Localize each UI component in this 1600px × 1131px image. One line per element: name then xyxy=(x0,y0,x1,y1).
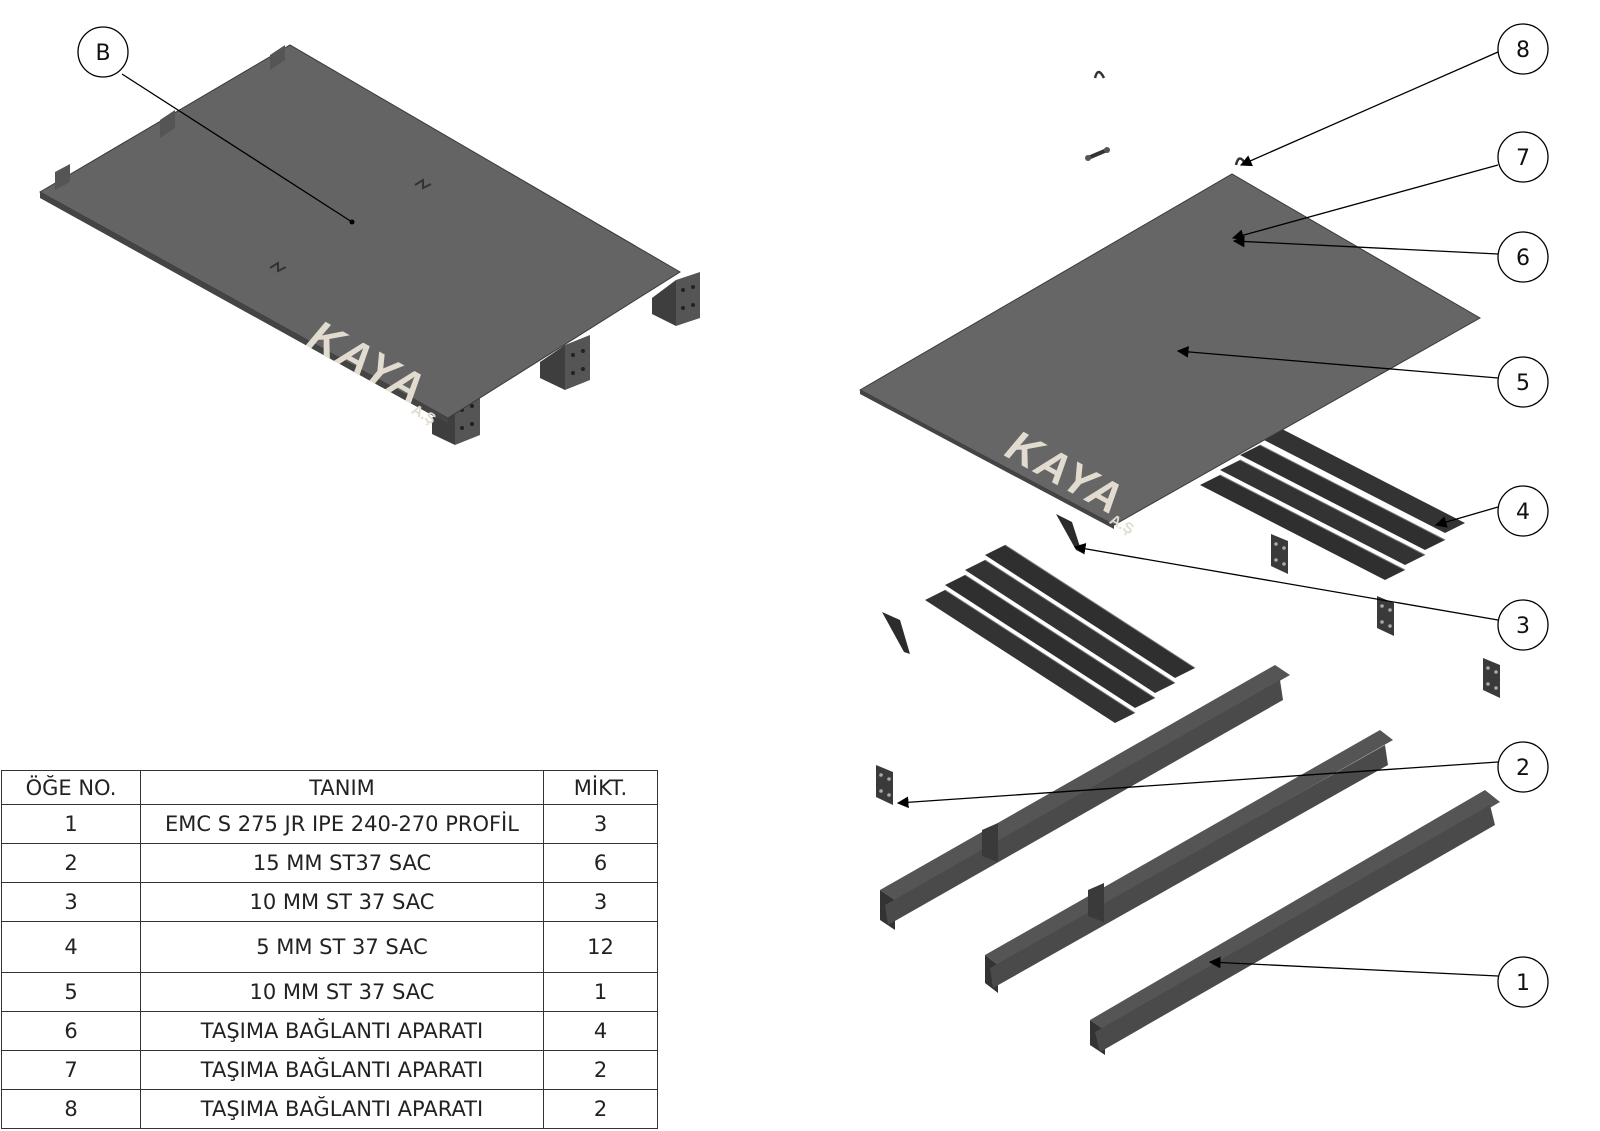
svg-text:2: 2 xyxy=(1516,756,1530,781)
svg-text:B: B xyxy=(95,41,110,66)
leader-lines xyxy=(121,51,1499,977)
callout-5: 5 xyxy=(1497,356,1549,408)
assembled-floor-plate xyxy=(38,44,681,419)
bom-header-item-no: ÖĞE NO. xyxy=(1,770,141,805)
svg-text:3: 3 xyxy=(1516,614,1530,639)
end-plate-2d xyxy=(876,765,893,805)
exploded-view: KAYA A.Ş xyxy=(858,70,1500,1055)
top-plate-5 xyxy=(858,173,1482,526)
bolt-part xyxy=(1085,147,1110,161)
callout-4: 4 xyxy=(1497,485,1549,537)
channel-group-4 xyxy=(1200,428,1465,580)
bom-row: 1 EMC S 275 JR IPE 240-270 PROFİL 3 xyxy=(1,804,658,844)
assembled-beam-end-2 xyxy=(540,335,590,390)
svg-text:4: 4 xyxy=(1516,500,1530,525)
channel-group-4-left xyxy=(925,544,1196,723)
bom-item-no: 1 xyxy=(1,804,141,844)
bom-quantity: 3 xyxy=(543,804,658,844)
bom-row: 3 10 MM ST 37 SAC 3 xyxy=(1,882,658,922)
bom-row: 2 15 MM ST37 SAC 6 xyxy=(1,843,658,883)
bom-header-description: TANIM xyxy=(140,770,544,805)
bom-description: TAŞIMA BAĞLANTI APARATI xyxy=(140,1089,544,1129)
bom-item-no: 7 xyxy=(1,1050,141,1090)
assembled-beam-end-3 xyxy=(652,272,700,326)
i-beam-1b xyxy=(985,730,1393,993)
bom-description: 10 MM ST 37 SAC xyxy=(140,882,544,922)
bom-item-no: 3 xyxy=(1,882,141,922)
bom-description: 15 MM ST37 SAC xyxy=(140,843,544,883)
bom-quantity: 6 xyxy=(543,843,658,883)
bom-row: 4 5 MM ST 37 SAC 12 xyxy=(1,921,658,973)
bom-quantity: 1 xyxy=(543,972,658,1012)
bom-description: EMC S 275 JR IPE 240-270 PROFİL xyxy=(140,804,544,844)
bom-quantity: 12 xyxy=(543,921,658,973)
bom-item-no: 6 xyxy=(1,1011,141,1051)
svg-text:7: 7 xyxy=(1516,146,1530,171)
bom-item-no: 5 xyxy=(1,972,141,1012)
bom-description: TAŞIMA BAĞLANTI APARATI xyxy=(140,1011,544,1051)
end-plate-2c xyxy=(1483,658,1500,698)
callout-2: 2 xyxy=(1497,741,1549,793)
end-plate-2a xyxy=(1271,534,1288,574)
assembled-view: KAYA A.Ş xyxy=(38,44,700,445)
bom-row: 8 TAŞIMA BAĞLANTI APARATI 2 xyxy=(1,1089,658,1129)
bom-row: 7 TAŞIMA BAĞLANTI APARATI 2 xyxy=(1,1050,658,1090)
shackle-part-top xyxy=(1093,70,1106,79)
bom-row: 6 TAŞIMA BAĞLANTI APARATI 4 xyxy=(1,1011,658,1051)
bom-row: 5 10 MM ST 37 SAC 1 xyxy=(1,972,658,1012)
svg-text:6: 6 xyxy=(1516,246,1530,271)
svg-text:1: 1 xyxy=(1516,971,1530,996)
i-beam-1c xyxy=(1090,790,1500,1055)
bom-description: TAŞIMA BAĞLANTI APARATI xyxy=(140,1050,544,1090)
bom-quantity: 2 xyxy=(543,1089,658,1129)
callout-b: B xyxy=(77,26,129,78)
bom-item-no: 4 xyxy=(1,921,141,973)
bom-description: 10 MM ST 37 SAC xyxy=(140,972,544,1012)
bom-header-row: ÖĞE NO. TANIM MİKT. xyxy=(1,770,658,805)
gusset-plate-3b xyxy=(882,612,910,654)
bom-item-no: 2 xyxy=(1,843,141,883)
bom-quantity: 4 xyxy=(543,1011,658,1051)
svg-text:8: 8 xyxy=(1516,38,1530,63)
bom-header-quantity: MİKT. xyxy=(543,770,658,805)
bom-item-no: 8 xyxy=(1,1089,141,1129)
bill-of-materials-table: ÖĞE NO. TANIM MİKT. 1 EMC S 275 JR IPE 2… xyxy=(1,770,658,1129)
i-beam-1a xyxy=(880,665,1290,930)
callout-6: 6 xyxy=(1497,231,1549,283)
callout-7: 7 xyxy=(1497,131,1549,183)
bom-quantity: 3 xyxy=(543,882,658,922)
bom-description: 5 MM ST 37 SAC xyxy=(140,921,544,973)
bom-quantity: 2 xyxy=(543,1050,658,1090)
svg-text:5: 5 xyxy=(1516,371,1530,396)
callout-3: 3 xyxy=(1497,599,1549,651)
end-plate-2b xyxy=(1377,596,1394,636)
callout-8: 8 xyxy=(1497,23,1549,75)
callout-1: 1 xyxy=(1497,956,1549,1008)
